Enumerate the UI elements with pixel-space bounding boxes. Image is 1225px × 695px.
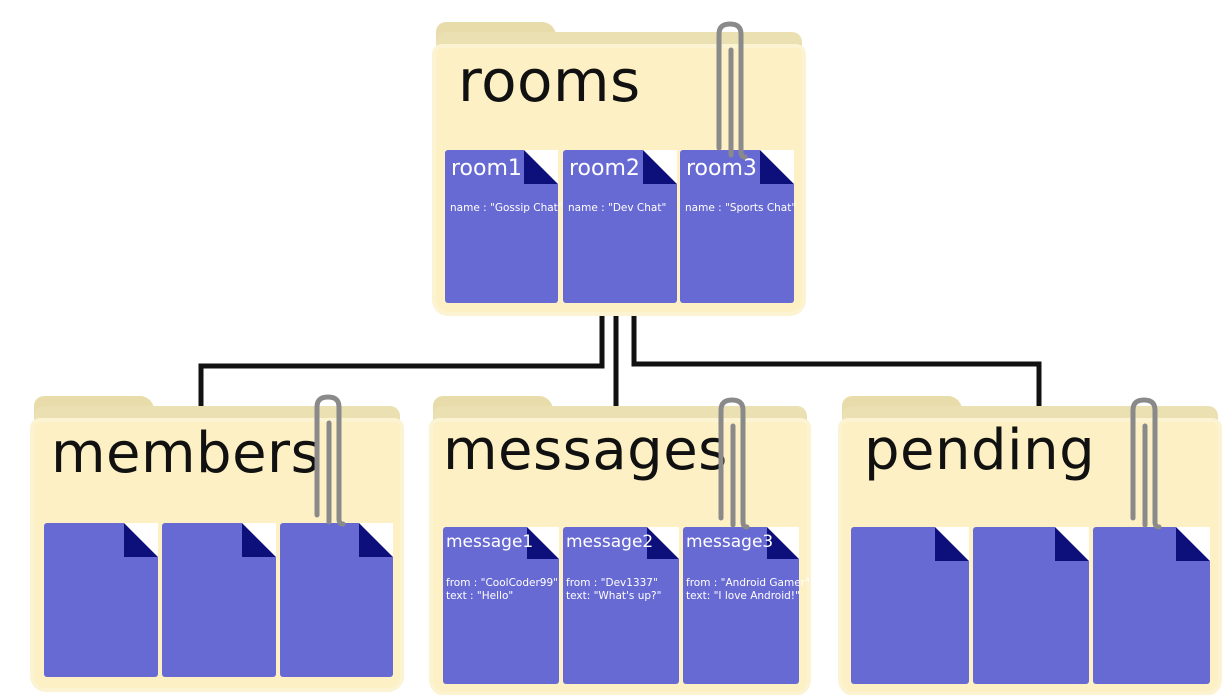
message3-title: message3 xyxy=(686,532,774,552)
message2-title: message2 xyxy=(566,532,654,552)
page-fold-icon xyxy=(124,523,158,557)
room2-name: name : "Dev Chat" xyxy=(568,202,667,214)
page-fold-icon xyxy=(767,527,799,559)
rooms-title: rooms xyxy=(458,47,641,115)
room1-name: name : "Gossip Chat" xyxy=(450,202,563,214)
message2-text: text: "What's up?" xyxy=(566,589,662,602)
page-fold-icon xyxy=(643,150,677,184)
room1-document[interactable]: room1 name : "Gossip Chat" xyxy=(445,150,563,303)
message2-document[interactable]: message2 from : "Dev1337" text: "What's … xyxy=(563,527,679,684)
members-title: members xyxy=(51,421,321,486)
message3-body: from : "Android Gamer" text: "I love And… xyxy=(686,577,810,602)
room3-document[interactable]: room3 name : "Sports Chat" xyxy=(680,150,797,303)
room3-title: room3 xyxy=(686,156,757,181)
room3-name: name : "Sports Chat" xyxy=(685,202,797,214)
page-fold-icon xyxy=(1176,527,1210,561)
paperclip-icon xyxy=(312,393,346,527)
page-fold-icon xyxy=(1055,527,1089,561)
pending-title: pending xyxy=(864,418,1096,483)
message1-body: from : "CoolCoder99" text : "Hello" xyxy=(446,577,558,602)
page-fold-icon xyxy=(527,527,559,559)
page-fold-icon xyxy=(760,150,794,184)
member-document-3[interactable] xyxy=(280,523,393,677)
paperclip-icon xyxy=(714,20,748,160)
page-fold-icon xyxy=(935,527,969,561)
message1-document[interactable]: message1 from : "CoolCoder99" text : "He… xyxy=(443,527,559,684)
message2-from: from : "Dev1337" xyxy=(566,577,658,589)
message3-document[interactable]: message3 from : "Android Gamer" text: "I… xyxy=(683,527,810,684)
room2-title: room2 xyxy=(569,156,640,181)
connector-members xyxy=(198,283,605,414)
paperclip-icon xyxy=(1128,396,1162,530)
page-fold-icon xyxy=(359,523,393,557)
page-fold-icon xyxy=(524,150,558,184)
message1-from: from : "CoolCoder99" xyxy=(446,577,558,589)
paperclip-icon xyxy=(716,396,750,530)
member-document-2[interactable] xyxy=(162,523,276,677)
room2-document[interactable]: room2 name : "Dev Chat" xyxy=(563,150,677,303)
pending-document-1[interactable] xyxy=(851,527,969,684)
message3-from: from : "Android Gamer" xyxy=(686,577,810,589)
message2-body: from : "Dev1337" text: "What's up?" xyxy=(566,577,677,602)
page-fold-icon xyxy=(242,523,276,557)
message3-text: text: "I love Android!" xyxy=(686,589,800,602)
page-fold-icon xyxy=(647,527,679,559)
member-document-1[interactable] xyxy=(44,523,158,677)
pending-document-3[interactable] xyxy=(1093,527,1210,684)
connector-pending xyxy=(631,283,1042,408)
message1-title: message1 xyxy=(446,532,534,552)
pending-document-2[interactable] xyxy=(973,527,1089,684)
room1-title: room1 xyxy=(451,156,522,181)
messages-title: messages xyxy=(443,418,728,483)
message1-text: text : "Hello" xyxy=(446,589,514,602)
